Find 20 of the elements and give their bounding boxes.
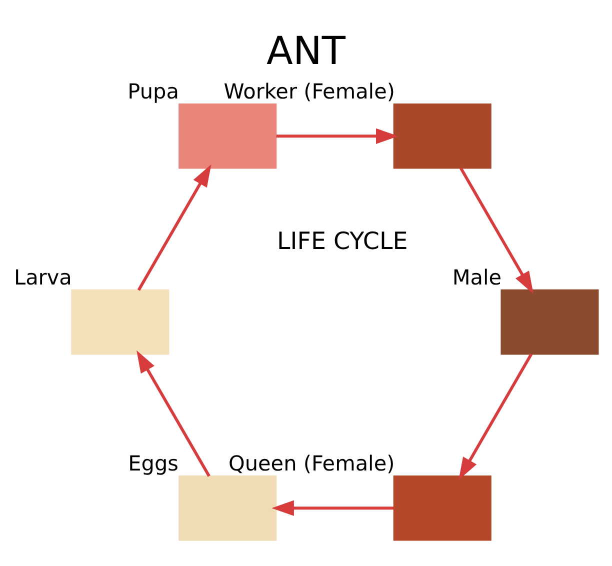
node-box (500, 288, 599, 354)
node-label: Male (452, 265, 502, 290)
arrow (272, 500, 394, 516)
label: LIFE CYCLE (277, 226, 408, 255)
arrow (137, 164, 212, 290)
arrow (460, 166, 534, 294)
diagram-title: ANT (266, 28, 346, 74)
node-label: Eggs (128, 451, 178, 476)
arrow (136, 350, 210, 476)
node-box (393, 474, 492, 540)
node-box (393, 102, 492, 168)
arrow (458, 352, 533, 480)
node-label: Larva (14, 265, 72, 290)
node-label: Worker (Female) (224, 79, 395, 104)
node-label: Pupa (128, 79, 179, 104)
node-box (178, 474, 277, 540)
node-box (178, 102, 277, 168)
node-box (71, 288, 170, 354)
node-label: Queen (Female) (228, 451, 395, 476)
arrow (276, 128, 398, 144)
